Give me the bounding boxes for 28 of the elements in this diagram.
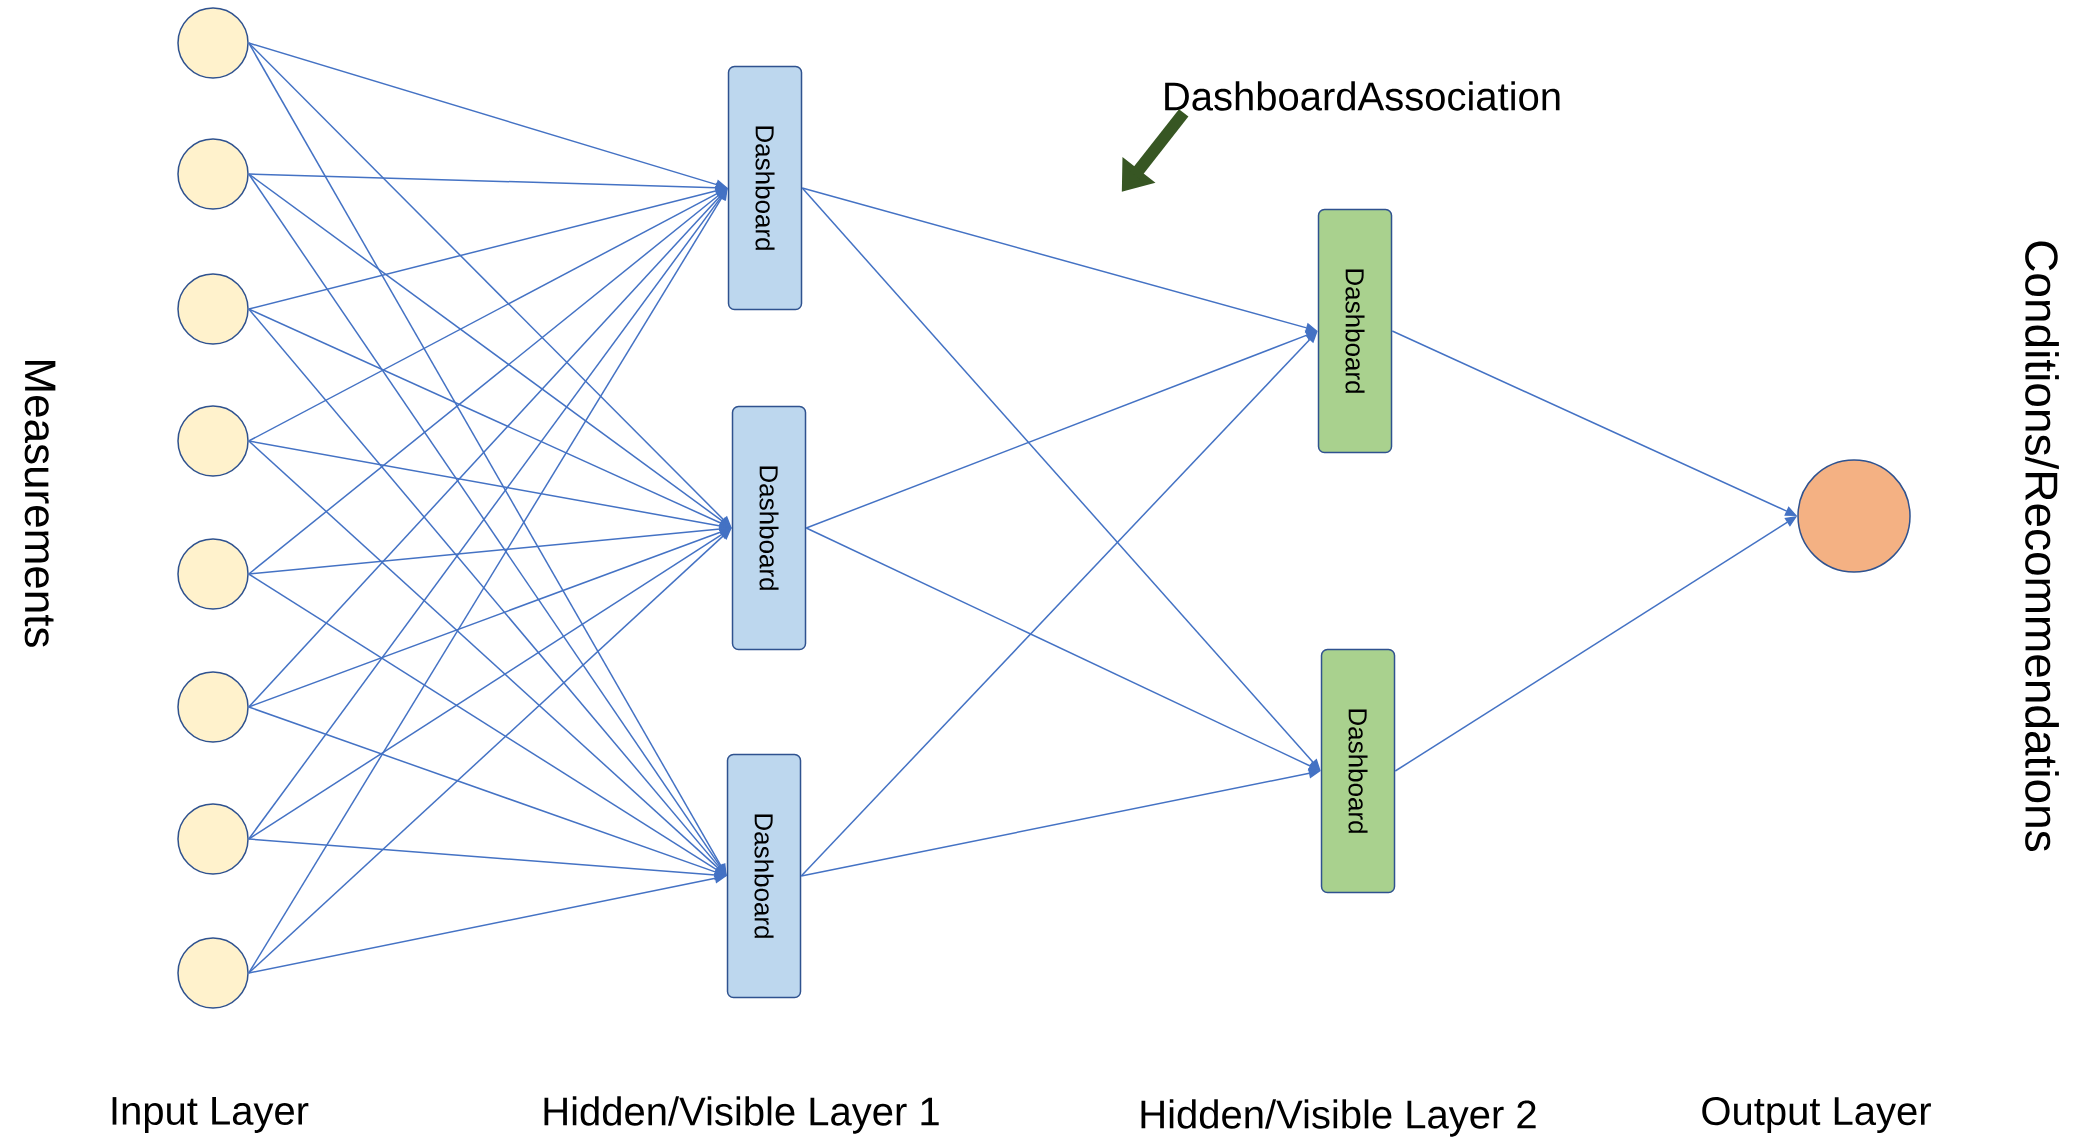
layer-label: Output Layer (1702, 1096, 1931, 1134)
layer-label: Hidden/Visible Layer 1 (544, 1096, 939, 1134)
input-neuron (177, 803, 249, 875)
axis-title: Measurements (24, 361, 56, 647)
arrow (248, 42, 732, 528)
callout-text: DashboardAssociation (1165, 81, 1560, 111)
dashboard-box: Dashboard (1317, 208, 1393, 454)
input-neuron (177, 405, 249, 477)
input-neuron (177, 538, 249, 610)
output-neuron (1797, 459, 1911, 573)
input-neuron (177, 138, 249, 210)
arrow (801, 187, 1321, 771)
arrow (248, 528, 732, 974)
input-neuron (177, 671, 249, 743)
arrow (800, 331, 1318, 877)
axis-title: Conditions/Recommendations (2025, 241, 2059, 852)
dashboard-box: Dashboard (726, 753, 802, 999)
layer-label: Input Layer (112, 1097, 309, 1133)
arrow (248, 42, 727, 876)
arrow (248, 308, 727, 876)
input-neuron (177, 7, 249, 79)
dashboard-box: Dashboard (1320, 648, 1396, 894)
dashboard-box: Dashboard (731, 405, 807, 651)
layer-label: Hidden/Visible Layer 2 (1141, 1099, 1536, 1137)
arrow (248, 188, 728, 708)
dashboard-box: Dashboard (727, 65, 803, 311)
input-neuron (177, 273, 249, 345)
input-neuron (177, 937, 249, 1009)
